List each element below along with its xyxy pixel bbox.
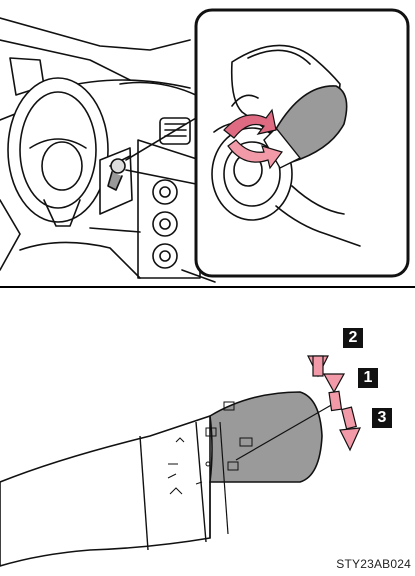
label-2: 2 [343,328,363,348]
dashboard-view-panel [0,0,415,288]
wiper-lever-panel: 1 2 3 STY23AB024 [0,288,415,576]
arrow-up-primary [324,374,344,392]
label-3: 3 [372,408,392,428]
dashboard-drawing [0,0,415,286]
arrow-down [340,428,360,450]
label-1: 1 [358,368,378,388]
image-id-caption: STY23AB024 [336,557,411,571]
zoom-inset [196,10,408,276]
